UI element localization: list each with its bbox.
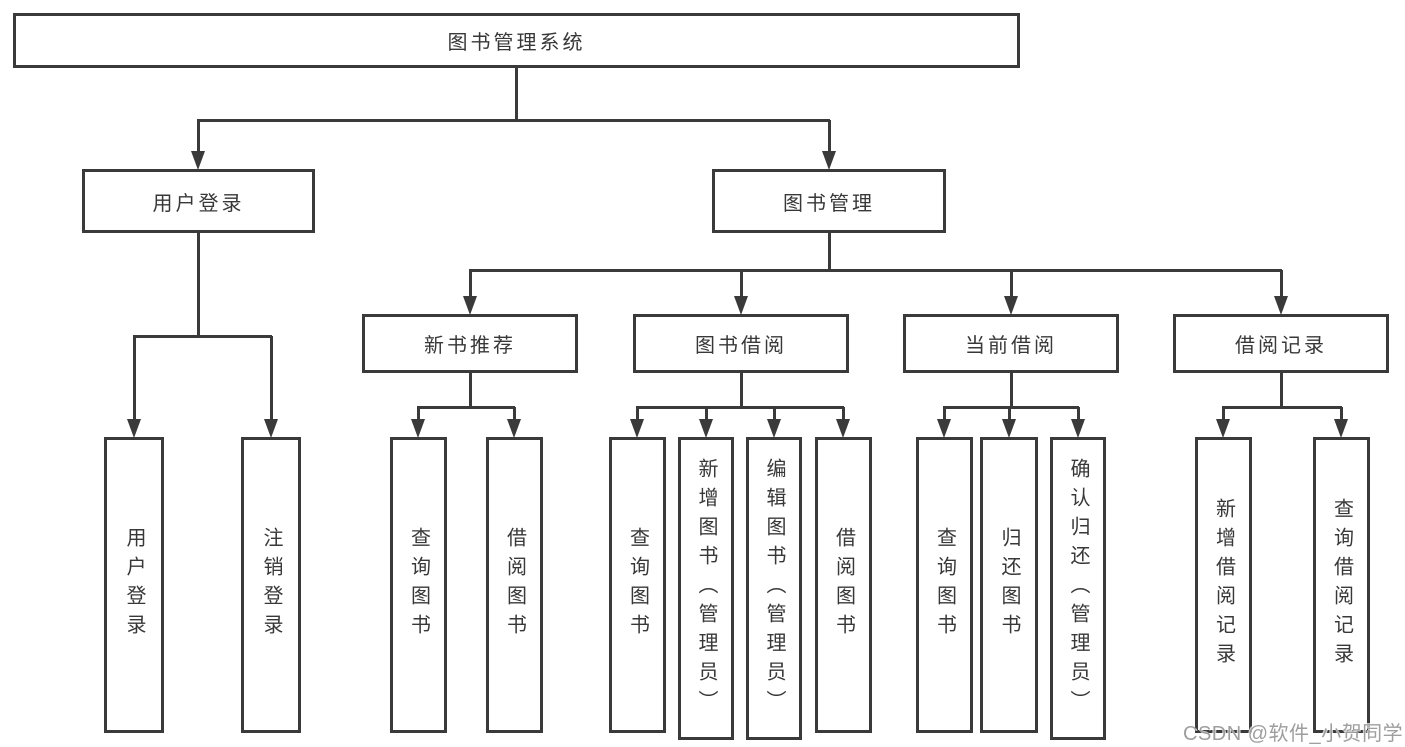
arrowhead-down-icon	[463, 296, 477, 315]
leaf-query-books-recommend: 查询图书	[390, 437, 447, 733]
connector-line-vertical	[943, 407, 946, 425]
connector-line-vertical	[417, 407, 420, 425]
connector-line-horizontal	[197, 119, 830, 122]
arrowhead-down-icon	[1071, 419, 1085, 438]
connector-line-vertical	[197, 232, 200, 338]
connector-line-vertical	[1077, 407, 1080, 425]
arrowhead-down-icon	[1216, 419, 1230, 438]
arrowhead-down-icon	[630, 419, 644, 438]
arrowhead-down-icon	[734, 296, 748, 315]
connector-line-vertical	[828, 233, 831, 272]
leaf-borrow-books: 借阅图书	[815, 437, 872, 733]
connector-line-horizontal	[417, 406, 515, 409]
connector-line-vertical	[740, 270, 743, 303]
leaf-confirm-return-admin: 确认归还（管理员）	[1050, 437, 1106, 740]
leaf-query-books-borrow: 查询图书	[609, 437, 666, 733]
arrowhead-down-icon	[411, 419, 425, 438]
connector-line-vertical	[842, 407, 845, 425]
node-book-management: 图书管理	[712, 169, 946, 233]
arrowhead-down-icon	[1002, 419, 1016, 438]
node-new-book-recommend: 新书推荐	[362, 314, 578, 373]
connector-line-vertical	[469, 373, 472, 409]
connector-line-vertical	[773, 407, 776, 425]
connector-line-horizontal	[133, 335, 272, 338]
connector-line-horizontal	[636, 406, 844, 409]
arrowhead-down-icon	[836, 419, 850, 438]
connector-line-horizontal	[469, 269, 1282, 272]
arrowhead-down-icon	[767, 419, 781, 438]
connector-line-vertical	[1280, 373, 1283, 409]
connector-line-vertical	[828, 120, 831, 158]
node-user-login: 用户登录	[82, 169, 315, 233]
arrowhead-down-icon	[937, 419, 951, 438]
connector-line-vertical	[513, 407, 516, 425]
connector-line-vertical	[197, 120, 200, 158]
leaf-logout: 注销登录	[241, 437, 301, 733]
arrowhead-down-icon	[1334, 419, 1348, 438]
leaf-query-books-current: 查询图书	[916, 437, 973, 733]
connector-line-horizontal	[1222, 406, 1342, 409]
connector-line-horizontal	[943, 406, 1079, 409]
leaf-user-login: 用户登录	[104, 437, 164, 733]
leaf-return-books: 归还图书	[980, 437, 1038, 733]
arrowhead-down-icon	[1274, 296, 1288, 315]
connector-line-vertical	[636, 407, 639, 425]
arrowhead-down-icon	[127, 419, 141, 438]
connector-line-vertical	[705, 407, 708, 425]
connector-line-vertical	[515, 68, 518, 121]
node-root-library-system: 图书管理系统	[13, 13, 1020, 68]
connector-line-vertical	[133, 336, 136, 425]
connector-line-vertical	[1010, 270, 1013, 303]
leaf-add-borrow-record: 新增借阅记录	[1195, 437, 1252, 733]
node-book-borrow: 图书借阅	[633, 314, 849, 373]
node-borrow-records: 借阅记录	[1173, 314, 1389, 373]
connector-line-vertical	[1340, 407, 1343, 425]
leaf-query-borrow-record: 查询借阅记录	[1313, 437, 1370, 733]
connector-line-vertical	[270, 336, 273, 425]
leaf-edit-book-admin: 编辑图书（管理员）	[746, 437, 802, 740]
arrowhead-down-icon	[264, 419, 278, 438]
connector-line-vertical	[740, 373, 743, 409]
arrowhead-down-icon	[507, 419, 521, 438]
connector-line-vertical	[469, 270, 472, 303]
connector-line-vertical	[1010, 373, 1013, 409]
connector-line-vertical	[1222, 407, 1225, 425]
arrowhead-down-icon	[191, 151, 205, 170]
arrowhead-down-icon	[1004, 296, 1018, 315]
leaf-borrow-books-recommend: 借阅图书	[486, 437, 543, 733]
node-current-borrow: 当前借阅	[903, 314, 1119, 373]
arrowhead-down-icon	[822, 151, 836, 170]
connector-line-vertical	[1008, 407, 1011, 425]
connector-line-vertical	[1280, 270, 1283, 303]
watermark: CSDN @软件_小贺同学	[1183, 723, 1404, 745]
arrowhead-down-icon	[699, 419, 713, 438]
leaf-add-book-admin: 新增图书（管理员）	[678, 437, 734, 740]
